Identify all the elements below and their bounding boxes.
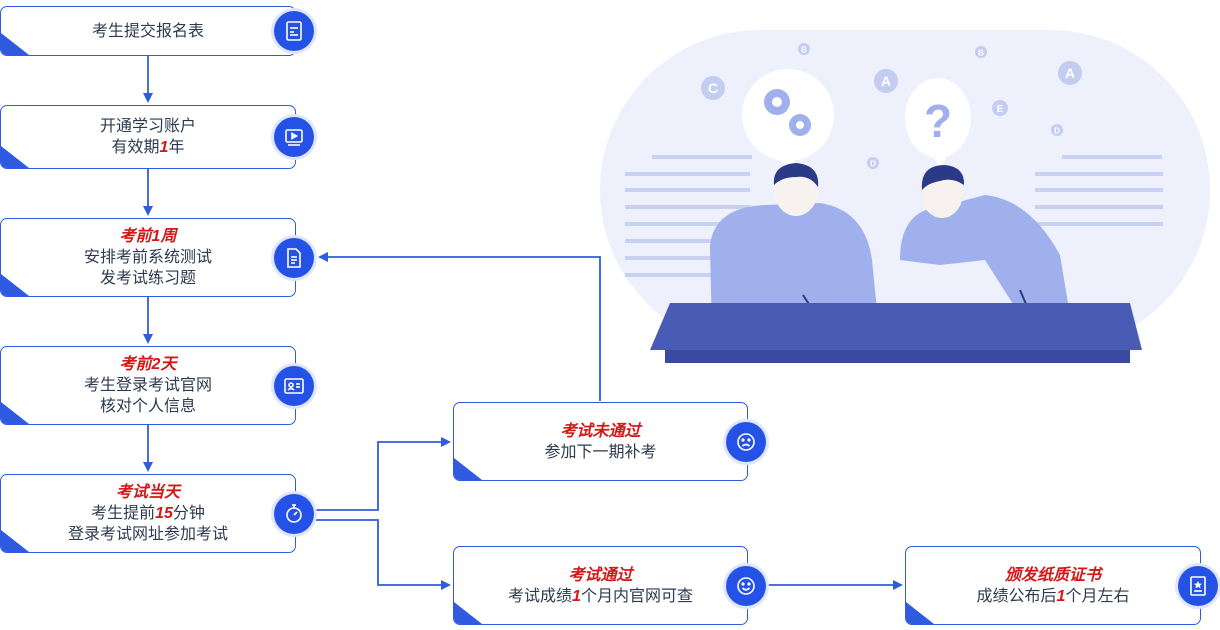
letter-bubble: B bbox=[978, 49, 984, 58]
letter-bubble: B bbox=[801, 46, 807, 55]
student-left bbox=[710, 163, 878, 335]
step-text: 考生提交报名表 bbox=[91, 22, 204, 40]
step-text-2: 登录考试网址参加考试 bbox=[67, 526, 228, 543]
student-right bbox=[900, 165, 1070, 315]
id-card-icon bbox=[274, 366, 314, 406]
arrow-examday-to-fail bbox=[314, 437, 451, 511]
letter-bubble: D bbox=[870, 160, 876, 169]
step-text: 安排考前系统测试 bbox=[83, 249, 212, 266]
step-certificate: 颁发纸质证书 成绩公布后1个月左右 bbox=[905, 546, 1201, 625]
step-text: 成绩公布后1个月左右 bbox=[976, 587, 1130, 605]
step-text: 考生登录考试官网 bbox=[83, 377, 212, 394]
step-text-2: 核对个人信息 bbox=[99, 398, 196, 415]
arrow-fail-to-week bbox=[318, 252, 601, 401]
letter-bubble: D bbox=[1054, 127, 1060, 136]
step-text: 考生提前15分钟 bbox=[91, 505, 205, 522]
document-icon bbox=[274, 238, 314, 278]
step-open-account: 开通学习账户 有效期1年 bbox=[0, 105, 296, 169]
letter-bubble: A bbox=[1065, 65, 1075, 81]
stopwatch-icon bbox=[274, 494, 314, 534]
letter-bubble: C bbox=[708, 80, 718, 96]
thought-bubble-question: ? bbox=[905, 78, 971, 171]
step-two-days-before: 考前2天 考生登录考试官网 核对个人信息 bbox=[0, 346, 296, 425]
step-text-2: 发考试练习题 bbox=[99, 270, 196, 287]
step-title: 考试未通过 bbox=[560, 422, 641, 440]
desk bbox=[650, 303, 1142, 350]
step-title: 考前1周 bbox=[119, 228, 177, 245]
step-exam-failed: 考试未通过 参加下一期补考 bbox=[453, 402, 748, 481]
arrow-examday-to-pass bbox=[314, 519, 451, 590]
form-icon bbox=[274, 11, 314, 51]
certificate-icon bbox=[1178, 566, 1218, 606]
step-exam-passed: 考试通过 考试成绩1个月内官网可查 bbox=[453, 546, 748, 625]
video-icon bbox=[274, 117, 314, 157]
step-week-before: 考前1周 安排考前系统测试 发考试练习题 bbox=[0, 218, 296, 297]
smile-face-icon bbox=[726, 566, 766, 606]
step-text: 开通学习账户 bbox=[99, 118, 196, 135]
letter-bubble: A bbox=[881, 73, 891, 89]
step-text: 参加下一期补考 bbox=[544, 443, 657, 461]
step-text-2: 有效期1年 bbox=[111, 139, 185, 156]
step-exam-day: 考试当天 考生提前15分钟 登录考试网址参加考试 bbox=[0, 474, 296, 553]
svg-text:?: ? bbox=[924, 95, 952, 147]
step-title: 考前2天 bbox=[119, 356, 177, 373]
sad-face-icon bbox=[726, 422, 766, 462]
step-title: 考试当天 bbox=[115, 484, 180, 501]
step-submit-form: 考生提交报名表 bbox=[0, 6, 296, 56]
step-text: 考试成绩1个月内官网可查 bbox=[508, 587, 693, 605]
step-title: 考试通过 bbox=[568, 566, 633, 584]
step-title: 颁发纸质证书 bbox=[1004, 566, 1101, 584]
letter-bubble: E bbox=[997, 104, 1004, 115]
exam-illustration: B C A B A E D D ? bbox=[600, 30, 1210, 363]
